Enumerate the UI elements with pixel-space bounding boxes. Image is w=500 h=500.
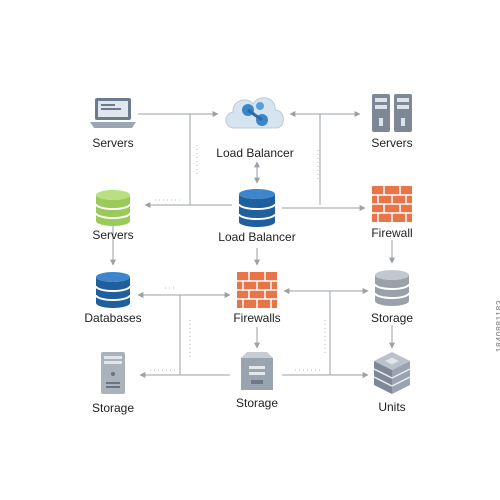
node-storage-tower: Storage (58, 350, 168, 430)
node-label: Load Balancer (216, 146, 294, 160)
connectors (110, 111, 395, 378)
node-label: Databases (84, 311, 142, 325)
database-icon (374, 270, 410, 306)
node-label: Storage (370, 311, 414, 325)
dotted-guides (150, 145, 326, 371)
node-storage-gray-db: Storage (337, 268, 447, 348)
node-rack-servers: Servers (337, 92, 447, 172)
node-firewalls-center: Firewalls (202, 270, 312, 350)
node-green-db-servers: Servers (58, 188, 168, 268)
stock-id-watermark: 1840881183 (494, 300, 500, 353)
laptop-icon (90, 98, 136, 128)
server-tower-icon (101, 352, 125, 394)
node-firewall-top: Firewall (337, 184, 447, 264)
node-blue-db-load-balancer: Load Balancer (202, 187, 312, 267)
node-label: Servers (92, 136, 134, 150)
storage-appliance-icon (241, 352, 273, 390)
database-icon (95, 272, 131, 308)
node-storage-appliance: Storage (202, 350, 312, 430)
brick-wall-icon (372, 186, 412, 222)
node-databases: Databases (58, 270, 168, 350)
node-label: Load Balancer (218, 230, 296, 244)
brick-wall-icon (237, 272, 277, 308)
database-icon (238, 189, 276, 227)
node-label: Servers (92, 228, 134, 242)
node-label: Servers (371, 136, 413, 150)
server-rack-icon (372, 94, 412, 132)
node-units: Units (337, 350, 447, 430)
cloud-network-icon (225, 97, 284, 129)
node-cloud-load-balancer: Load Balancer (200, 88, 310, 168)
database-icon (95, 190, 131, 226)
node-label: Firewall (371, 226, 413, 240)
stacked-cubes-icon (373, 352, 411, 394)
node-label: Storage (235, 396, 279, 410)
node-label: Firewalls (233, 311, 281, 325)
node-label: Storage (91, 401, 135, 415)
node-label: Units (378, 400, 406, 414)
node-laptop-servers: Servers (58, 92, 168, 172)
